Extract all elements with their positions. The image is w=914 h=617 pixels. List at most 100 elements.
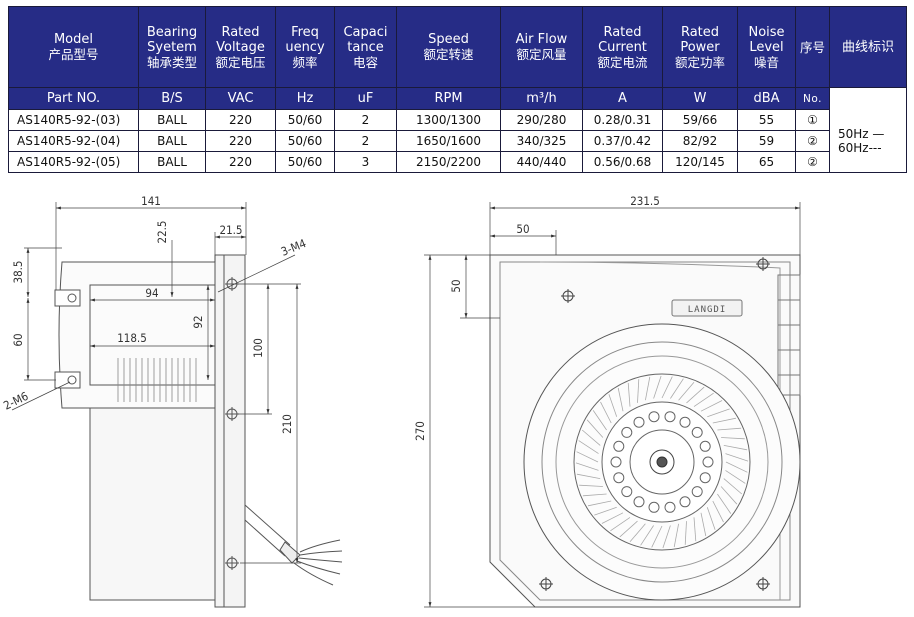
hub-hole-icon	[621, 426, 633, 438]
hub-hole-icon	[699, 440, 711, 452]
fan-blade	[706, 507, 716, 530]
col-curve: 曲线标识	[829, 6, 907, 88]
hub-hole-icon	[648, 501, 660, 513]
unit-cell: Part NO.	[8, 87, 139, 110]
flange-holes	[225, 277, 239, 570]
cell: ②	[795, 151, 830, 173]
table-row: AS140R5-92-(05) BALL 220 50/60 3 2150/22…	[8, 151, 907, 173]
cell: BALL	[138, 151, 206, 173]
fan-blade	[582, 493, 607, 497]
unit-cell: RPM	[396, 87, 501, 110]
outlet-vents	[777, 274, 801, 396]
curve-legend: 50Hz — 60Hz---	[829, 109, 907, 173]
dim-118-5: 118.5	[117, 331, 147, 345]
label-2-m6: 2-M6	[1, 389, 30, 413]
unit-row: Part NO. B/S VAC Hz uF RPM m³/h A W dBA …	[8, 87, 907, 110]
fan-blade	[721, 437, 745, 440]
fan-blade	[720, 486, 738, 505]
fan-blade	[619, 520, 638, 538]
cell: ①	[795, 109, 830, 131]
fan-blade	[576, 473, 601, 479]
dim-100: 100	[251, 338, 265, 358]
cell: 3	[334, 151, 397, 173]
fan-blade	[653, 375, 662, 399]
fan-blades	[575, 375, 749, 549]
dim-50-horizontal: 50	[516, 222, 529, 236]
motor-housing	[89, 399, 216, 601]
table-row: AS140R5-92-(03) BALL 220 50/60 2 1300/13…	[8, 109, 907, 173]
side-view	[54, 254, 343, 608]
hub-hole-icon	[702, 456, 714, 468]
front-view	[489, 254, 801, 608]
fan-blade	[723, 445, 748, 451]
fan-shaft-icon	[649, 449, 675, 475]
cell: BALL	[138, 109, 206, 131]
fan-blade	[717, 427, 742, 431]
dim-50-vertical: 50	[449, 279, 463, 292]
fan-ring-outer	[541, 341, 783, 583]
cell: 2	[334, 130, 397, 152]
fan-blade	[670, 378, 684, 399]
fan-blade	[629, 523, 646, 543]
cell: 55	[737, 109, 796, 131]
cell: 59	[737, 130, 796, 152]
unit-cell: No.	[795, 87, 830, 110]
fan-blade	[594, 506, 617, 516]
cell: 0.28/0.31	[582, 109, 663, 131]
cell: ②	[795, 130, 830, 152]
fan-blade	[712, 500, 724, 523]
fan-blade	[717, 493, 732, 514]
tab-hole-icon	[67, 293, 77, 303]
cell-part-no: AS140R5-92-(03)	[8, 109, 139, 131]
cell: 1300/1300	[396, 109, 501, 131]
dim-141: 141	[141, 194, 161, 208]
hub-holes	[610, 411, 714, 513]
fan-blade	[673, 523, 679, 548]
cell: 340/325	[500, 130, 583, 152]
brand-plate	[671, 299, 743, 317]
fan-blade	[725, 470, 746, 484]
fan-blade	[592, 410, 607, 431]
cell: 120/145	[662, 151, 738, 173]
unit-cell: Hz	[275, 87, 335, 110]
fan-blade	[712, 417, 737, 424]
cell: 220	[205, 130, 276, 152]
fan-blade	[575, 462, 599, 471]
unit-cell: m³/h	[500, 87, 583, 110]
fan-blade	[661, 376, 673, 399]
cell: 220	[205, 151, 276, 173]
hub-hole-icon	[679, 496, 691, 508]
fan-blade	[601, 512, 624, 524]
unit-cell: A	[582, 87, 663, 110]
fan-blade	[678, 381, 695, 401]
hub-hole-icon	[613, 472, 625, 484]
fan-blade	[617, 387, 624, 412]
unit-cell	[829, 87, 907, 110]
cell: 50/60	[275, 109, 335, 131]
volute-side	[58, 261, 216, 409]
fan-blade	[700, 400, 723, 412]
cell: 0.56/0.68	[582, 151, 663, 173]
unit-cell: B/S	[138, 87, 206, 110]
fan-blade	[707, 408, 730, 418]
unit-cell: dBA	[737, 87, 796, 110]
corner-holes	[539, 257, 770, 591]
unit-cell: uF	[334, 87, 397, 110]
fan-blade	[645, 376, 651, 401]
cell-part-no: AS140R5-92-(05)	[8, 151, 139, 173]
hub-hole-icon	[633, 496, 645, 508]
dim-38-5: 38.5	[11, 260, 25, 283]
cell: BALL	[138, 130, 206, 152]
impeller-fins	[117, 358, 197, 402]
